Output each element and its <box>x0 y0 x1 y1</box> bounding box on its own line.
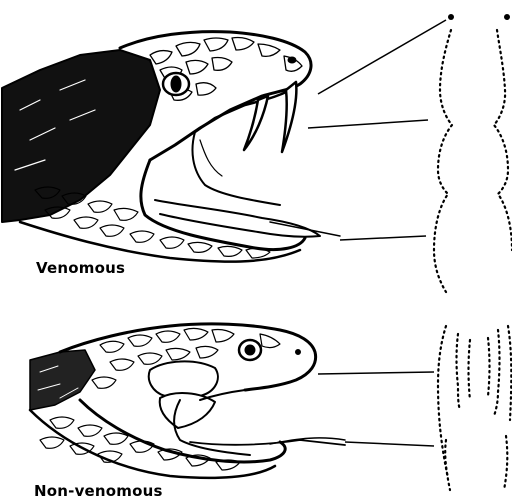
venomous-bite-dotted-outline <box>434 30 512 292</box>
left-fang-puncture <box>448 14 454 20</box>
venomous-connector-lines <box>308 20 446 240</box>
venomous-label: Venomous <box>36 259 125 277</box>
venomous-bite-mark-pattern <box>448 14 510 20</box>
right-fang-puncture <box>504 14 510 20</box>
non-venomous-snake-head <box>30 324 345 478</box>
non-venomous-label: Non-venomous <box>34 482 163 500</box>
non-venomous-connector-lines <box>318 372 434 446</box>
non-venomous-bite-mark-pattern <box>438 326 511 490</box>
venomous-snake-head <box>2 32 340 262</box>
